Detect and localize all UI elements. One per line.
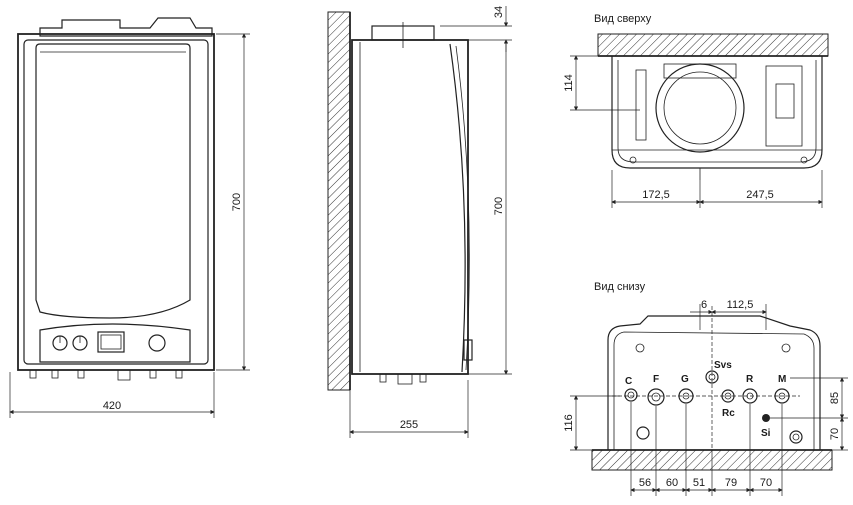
bottom-dim-51: 51 bbox=[693, 477, 705, 489]
label-g: G bbox=[681, 374, 689, 385]
bottom-dim-56: 56 bbox=[639, 477, 651, 489]
label-rc: Rc bbox=[722, 408, 735, 419]
bottom-dim-6: 6 bbox=[701, 299, 707, 311]
bottom-view-title: Вид снизу bbox=[594, 281, 646, 293]
display-screen bbox=[97, 331, 125, 353]
side-body bbox=[351, 39, 469, 375]
front-view: 420 700 bbox=[9, 17, 250, 418]
top-flue-ring bbox=[655, 63, 745, 153]
connection-fittings bbox=[624, 343, 803, 444]
top-view-title: Вид сверху bbox=[594, 13, 652, 25]
front-width-label: 420 bbox=[103, 400, 121, 412]
side-top-label: 34 bbox=[493, 6, 505, 18]
inner-frame bbox=[23, 39, 209, 365]
boiler-body bbox=[17, 33, 215, 371]
top-depth-label: 114 bbox=[563, 74, 575, 92]
bottom-dim-60: 60 bbox=[666, 477, 678, 489]
side-control bbox=[463, 339, 473, 361]
label-si: Si bbox=[761, 428, 771, 439]
front-panel bbox=[35, 43, 191, 319]
bottom-dim-85: 85 bbox=[829, 392, 841, 404]
bottom-pipes bbox=[29, 369, 183, 381]
bottom-view: Вид снизу C F G Svs Rc R bbox=[563, 281, 848, 496]
side-depth-label: 255 bbox=[400, 419, 418, 431]
label-svs: Svs bbox=[714, 360, 732, 371]
wall-hatch bbox=[327, 11, 351, 391]
bottom-body-outline bbox=[607, 315, 821, 450]
bottom-dim-112-5: 112,5 bbox=[727, 299, 754, 311]
mounting-bracket bbox=[39, 17, 213, 37]
front-height-label: 700 bbox=[231, 193, 243, 211]
bottom-dim-70-right: 70 bbox=[829, 428, 841, 440]
top-wall-hatch bbox=[597, 33, 829, 57]
top-view: Вид сверху 114 172,5 247,5 bbox=[563, 13, 829, 208]
side-height-label: 700 bbox=[493, 197, 505, 215]
bottom-dim-116: 116 bbox=[563, 414, 575, 432]
label-r: R bbox=[746, 374, 754, 385]
label-m: M bbox=[778, 374, 786, 385]
control-panel bbox=[39, 323, 191, 363]
top-body-outline bbox=[611, 56, 823, 169]
side-view: 34 700 255 bbox=[327, 6, 512, 438]
bottom-dim-70: 70 bbox=[760, 477, 772, 489]
label-f: F bbox=[653, 374, 659, 385]
label-c: C bbox=[625, 376, 632, 387]
bottom-dim-79: 79 bbox=[725, 477, 737, 489]
top-right-label: 247,5 bbox=[746, 189, 774, 201]
pressure-gauge bbox=[148, 334, 166, 352]
top-left-label: 172,5 bbox=[642, 189, 670, 201]
